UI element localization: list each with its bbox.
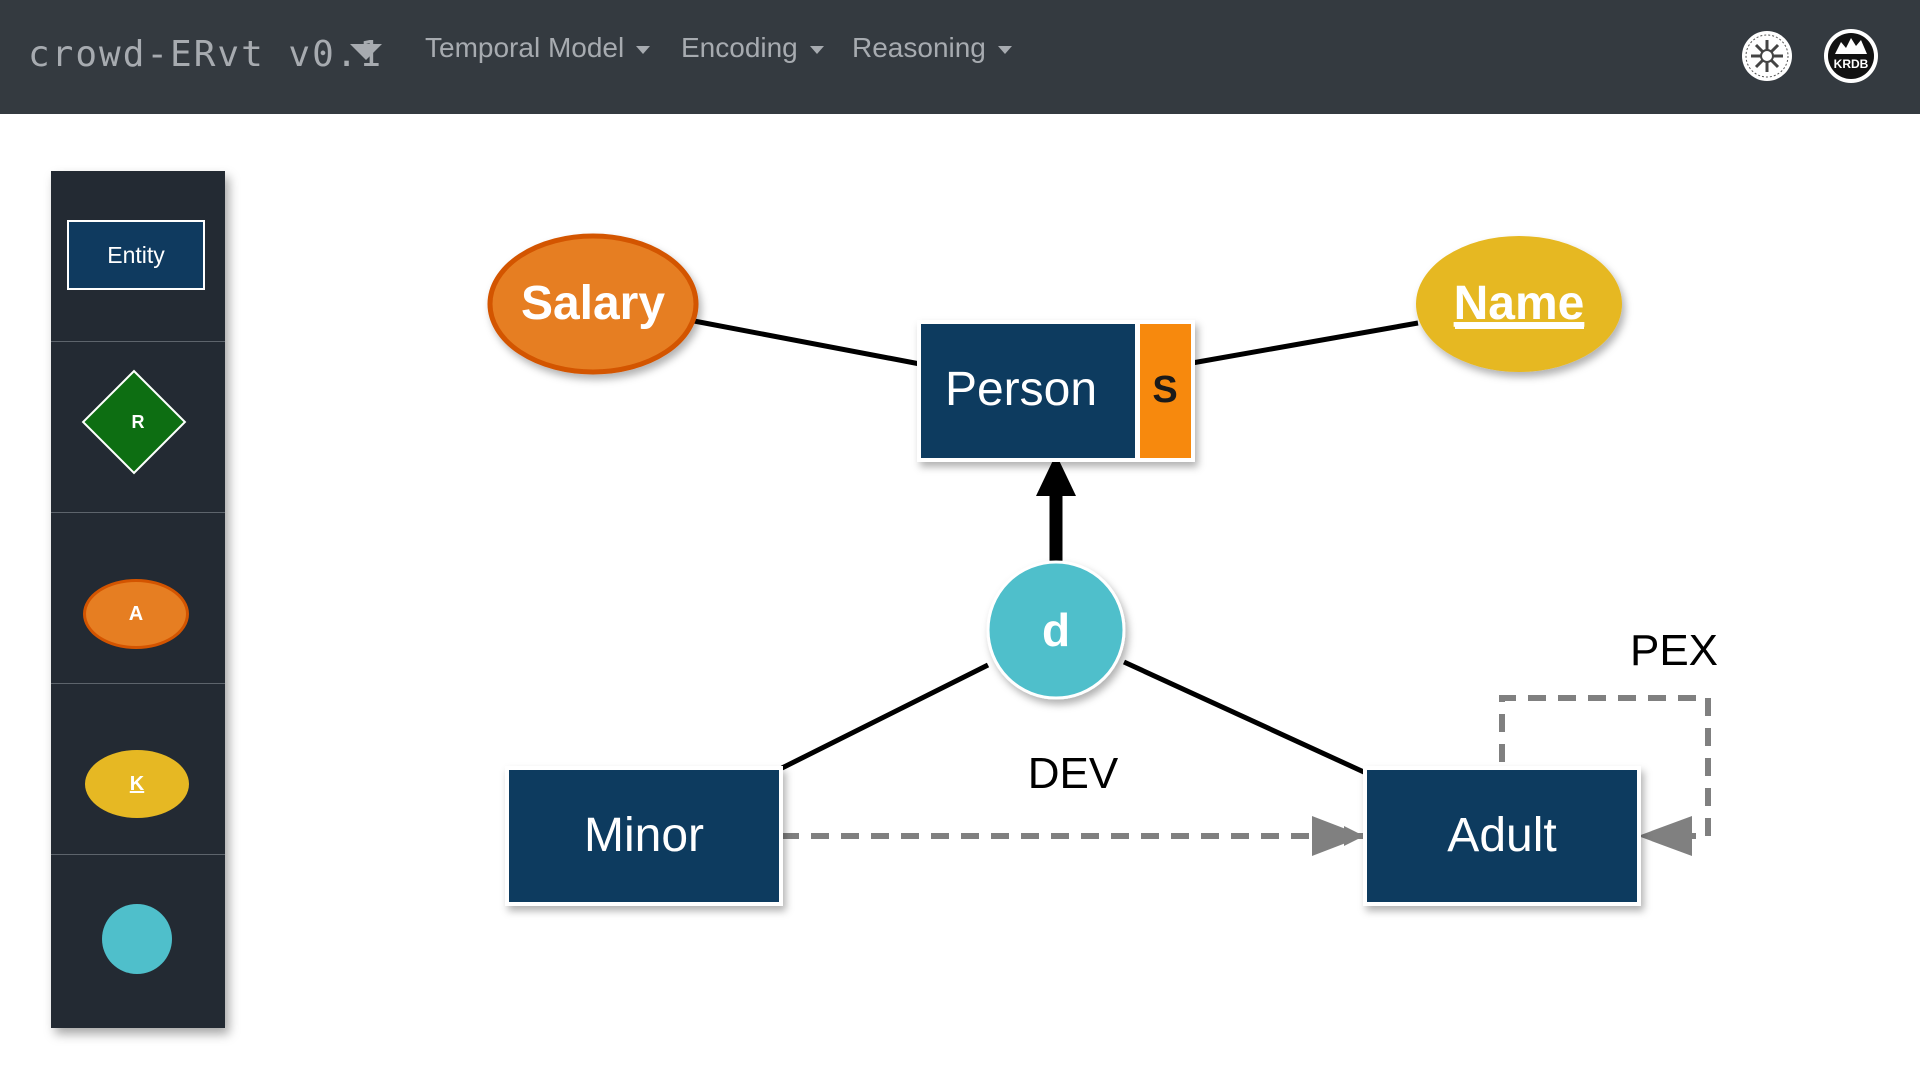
pex-label: PEX [1630,626,1718,675]
diagram-canvas[interactable]: DEV PEX Salary Name Person S d Minor Adu… [0,114,1920,1080]
entity-adult[interactable] [1363,766,1641,906]
palette-relationship-tool[interactable]: R [51,342,225,513]
entity-person-label: Person [945,363,1097,416]
dev-arrow-head [1312,816,1364,856]
palette-entity-tool[interactable]: Entity [51,171,225,342]
entity-minor-label: Minor [584,809,704,862]
chevron-down-icon [997,45,1012,54]
chevron-down-icon [809,45,824,54]
menu-reasoning-label: Reasoning [852,32,986,63]
attribute-salary[interactable] [487,233,699,375]
link-salary-person[interactable] [693,318,921,367]
top-navbar: crowd-ERvt v0.1 Temporal Model Encoding … [0,0,1920,114]
dev-label: DEV [1028,749,1119,798]
link-name-person[interactable] [1191,320,1419,366]
krdb-logo[interactable]: KRDB [1823,28,1879,84]
isa-arrow-head [1036,454,1076,496]
palette-attribute-shape: A [83,579,189,649]
chevron-down-icon [636,45,651,54]
disjoint-constraint[interactable] [986,560,1126,700]
app-brand[interactable]: crowd-ERvt v0.1 [28,34,384,75]
entity-adult-label: Adult [1447,809,1556,862]
pex-arrow-head [1638,816,1692,856]
brand-dropdown-icon[interactable] [350,44,382,60]
attribute-salary-label: Salary [521,277,665,330]
key-attribute-name-label: Name [1454,277,1585,330]
palette-constraint-shape [102,904,172,974]
key-attribute-name[interactable] [1416,236,1622,372]
menu-reasoning[interactable]: Reasoning [852,32,1012,64]
entity-minor[interactable] [505,766,783,906]
palette-key-attribute-shape: K [85,750,189,818]
snapshot-mark: S [1152,369,1177,411]
menu-encoding-label: Encoding [681,32,798,63]
link-d-minor[interactable] [780,662,990,771]
palette-entity-shape: Entity [67,220,205,290]
shape-palette: Entity R A K [51,171,225,1028]
university-seal-logo[interactable] [1741,30,1793,82]
palette-attribute-tool[interactable]: A [51,513,225,684]
link-d-adult[interactable] [1122,659,1368,776]
palette-constraint-tool[interactable] [51,855,225,1028]
disjoint-constraint-label: d [1042,604,1070,656]
krdb-logo-text: KRDB [1834,57,1869,71]
entity-person[interactable] [917,320,1195,462]
menu-temporal-model[interactable]: Temporal Model [425,32,651,64]
menu-encoding[interactable]: Encoding [681,32,824,64]
menu-temporal-model-label: Temporal Model [425,32,625,63]
palette-relationship-label: R [131,412,145,432]
palette-key-attribute-tool[interactable]: K [51,684,225,855]
